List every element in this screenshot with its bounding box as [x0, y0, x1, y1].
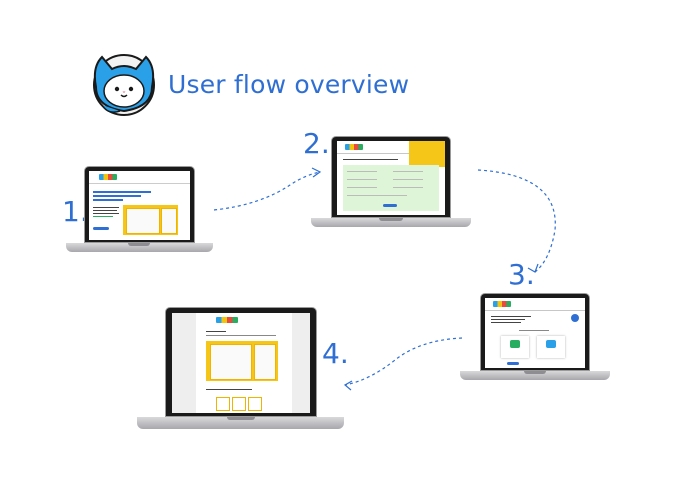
- step-4-number: 4.: [322, 337, 349, 370]
- laptop-step-4: [137, 307, 344, 432]
- landing-page-screen: [89, 170, 190, 240]
- laptop-step-3: [460, 293, 610, 383]
- registration-form-screen: [336, 141, 446, 215]
- game-screen: [172, 313, 310, 413]
- step-2-number: 2.: [303, 127, 330, 160]
- page-title: User flow overview: [168, 70, 410, 99]
- selection-screen: [485, 297, 585, 368]
- cat-mascot-icon: [93, 54, 155, 116]
- laptop-step-1: [66, 166, 213, 254]
- laptop-step-2: [311, 136, 471, 230]
- step-3-number: 3.: [508, 258, 535, 291]
